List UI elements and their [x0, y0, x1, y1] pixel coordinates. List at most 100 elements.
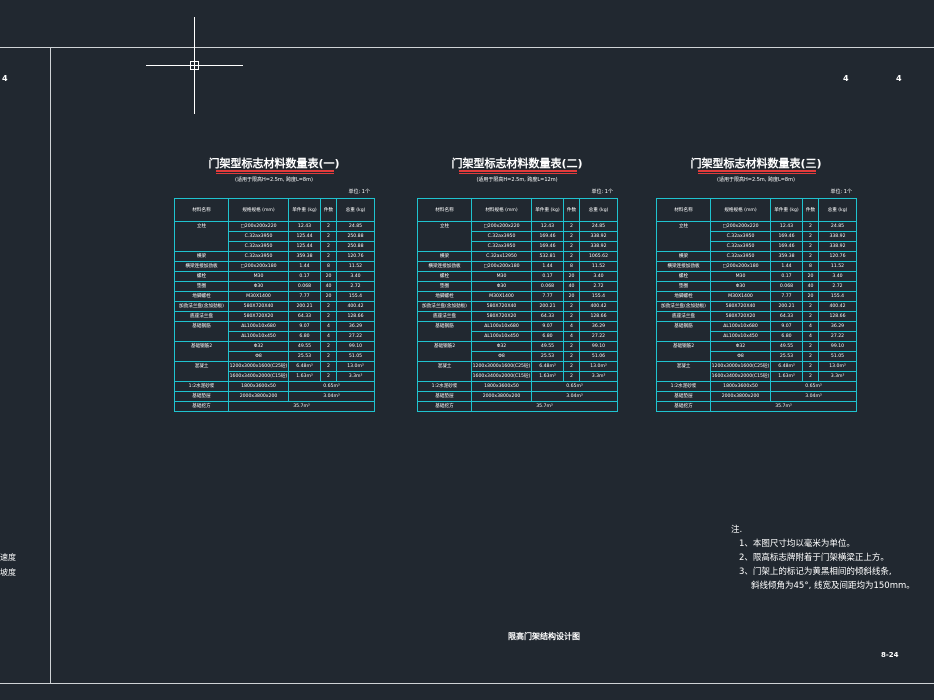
column-header: 总重 (kg) [336, 198, 375, 222]
drawing-title: 限高门架结构设计图 [508, 632, 580, 641]
table-cell: 1200x3000x1600(C25砼) [710, 361, 771, 372]
table-cell: 基础挖方 [174, 401, 229, 412]
table-cell: 2 [320, 241, 337, 252]
table-cell [417, 371, 472, 382]
table-cell: 1:2水泥砂浆 [656, 381, 711, 392]
table-cell: 4 [320, 331, 337, 342]
column-header: 材料名称 [174, 198, 229, 222]
table-unit: 单位: 1个 [591, 189, 613, 195]
table-cell: 25.53 [531, 351, 564, 362]
table-cell: 1.63m³ [770, 371, 803, 382]
table-cell: 2 [802, 371, 819, 382]
table-cell: 1800x3600x50 [471, 381, 532, 392]
table-cell: 36.29 [818, 321, 857, 332]
table-cell: 2 [320, 341, 337, 352]
table-cell: 2 [563, 251, 580, 262]
table-cell: 120.76 [336, 251, 375, 262]
table-cell: 2 [320, 361, 337, 372]
table-cell [656, 241, 711, 252]
table-cell: 2.72 [336, 281, 375, 292]
table-cell: 2 [802, 301, 819, 312]
table-cell: 4 [802, 331, 819, 342]
table-cell: 立柱 [417, 221, 472, 232]
table-cell [656, 231, 711, 242]
table-cell: 基础钢筋2 [174, 341, 229, 352]
table-cell: 12.43 [531, 221, 564, 232]
table-cell [174, 331, 229, 342]
table-cell: 128.66 [336, 311, 375, 322]
table-cell: 40 [563, 281, 580, 292]
table-cell: 27.22 [336, 331, 375, 342]
table-cell [174, 351, 229, 362]
title-underline [216, 170, 334, 172]
frame-top-line [0, 47, 934, 48]
table-cell: Φ32 [228, 341, 289, 352]
corner-mark-right-2: 4 [896, 74, 902, 83]
table-cell: 49.55 [770, 341, 803, 352]
table-cell: 169.46 [770, 231, 803, 242]
table-cell: 3.3m³ [818, 371, 857, 382]
table-cell: 2 [802, 311, 819, 322]
table-cell: 4 [563, 331, 580, 342]
table-cell: 横梁连接加劲板 [417, 261, 472, 272]
table-cell: 3.04m³ [288, 391, 375, 402]
table-cell: 混凝土 [417, 361, 472, 372]
column-header: 件数 [563, 198, 580, 222]
table-subtitle: (适用于限高H=2.5m, 跨度L=12m) [476, 177, 558, 183]
table-cell: 9.07 [288, 321, 321, 332]
table-cell: 6.48m³ [770, 361, 803, 372]
table-cell: 2 [802, 241, 819, 252]
table-cell: 20 [802, 291, 819, 302]
table-cell: 横梁连接加劲板 [656, 261, 711, 272]
table-cell: 120.76 [818, 251, 857, 262]
table-cell: 2 [563, 241, 580, 252]
table-cell: 155.4 [818, 291, 857, 302]
table-cell: 2 [802, 231, 819, 242]
table-cell: ΔL100x10x450 [228, 331, 289, 342]
column-header: 件数 [802, 198, 819, 222]
table-cell: 4 [320, 321, 337, 332]
table-cell: 8 [563, 261, 580, 272]
table-cell: 横梁 [656, 251, 711, 262]
title-underline-thin [459, 173, 577, 174]
table-cell: 51.05 [818, 351, 857, 362]
table-cell: Φ8 [710, 351, 771, 362]
table-cell: 加劲法兰盘(含加劲板) [174, 301, 229, 312]
drawing-number: 8-24 [881, 651, 899, 659]
table-cell: 2 [320, 301, 337, 312]
table-cell: M30X1400 [228, 291, 289, 302]
table-cell: 580X720X40 [471, 301, 532, 312]
table-cell: 1.44 [770, 261, 803, 272]
table-header-row: 材料名称材料规格 (mm)单件重 (kg)件数总重 (kg) [417, 198, 618, 222]
table-cell: 169.46 [770, 241, 803, 252]
table-cell: 2000x3800x200 [471, 391, 532, 402]
table-cell: 359.38 [288, 251, 321, 262]
table-cell: 横梁连接加劲板 [174, 261, 229, 272]
table-cell: 6.48m³ [288, 361, 321, 372]
table-cell: 580X720X40 [228, 301, 289, 312]
table-cell: 0.068 [288, 281, 321, 292]
table-cell: 40 [802, 281, 819, 292]
table-cell: 1.44 [531, 261, 564, 272]
table-cell: 立柱 [656, 221, 711, 232]
column-header: 单件重 (kg) [531, 198, 564, 222]
material-quantity-table: 材料名称材料规格 (mm)单件重 (kg)件数总重 (kg)立柱□200x200… [417, 198, 618, 412]
corner-mark-left: 4 [2, 74, 8, 83]
table-cell: 混凝土 [656, 361, 711, 372]
table-cell: 24.85 [818, 221, 857, 232]
table-cell: C.32ax12950 [471, 251, 532, 262]
table-subtitle: (适用于限高H=2.5m, 跨度L=8m) [235, 177, 313, 183]
table-cell: 4 [563, 321, 580, 332]
